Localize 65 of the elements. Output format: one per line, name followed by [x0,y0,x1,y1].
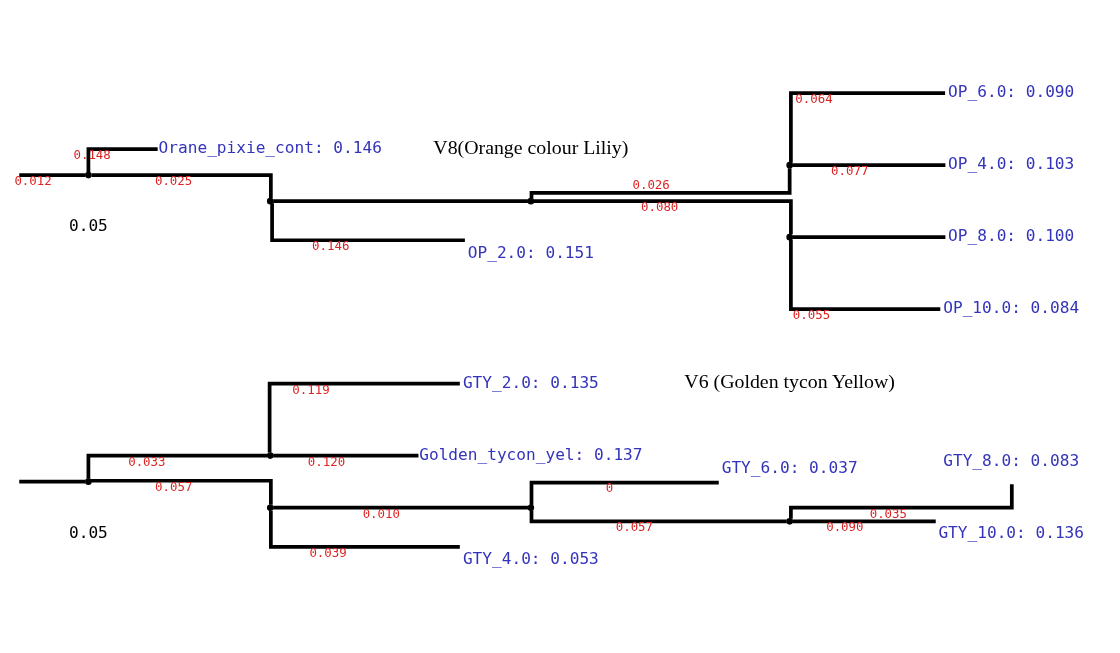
edge-label: 0.035 [869,505,908,521]
node-text: OP_6.0: 0.090 [948,82,1075,102]
edge-label: 0.026 [632,177,670,193]
node-point [85,171,92,179]
edge-label: 0.012 [14,173,52,189]
edge-label: 0.033 [128,453,166,469]
connector [91,478,273,505]
connector [529,510,787,524]
connector [273,453,419,458]
connector [267,381,460,453]
connector [789,239,941,311]
node-text: Orane_pixie_cont: 0.146 [158,138,382,158]
label: 0.05 [68,522,108,542]
connector [86,453,268,479]
edge-label: 0.010 [362,505,400,521]
label: 0.05 [68,216,108,236]
node-point [786,233,793,241]
connector [273,505,528,510]
connector [529,480,719,505]
node-point [527,197,535,205]
connector [533,199,793,235]
connector [529,168,792,199]
connector [792,163,946,167]
node-point [85,478,92,485]
edge-label: 0.025 [154,173,193,189]
node-text: OP_2.0: 0.151 [467,242,594,262]
connector [789,91,946,163]
connector [91,173,273,199]
connector [792,235,946,239]
node-point [527,504,535,511]
label: V6 (Golden tycon Yellow) [684,370,895,393]
edge-label: 0.077 [831,163,869,179]
node-point [266,504,274,511]
node-text: GTY_2.0: 0.135 [462,372,599,392]
connector [792,519,936,524]
edge-label: 0.057 [155,478,193,494]
node-text: GTY_4.0: 0.053 [462,549,599,569]
edge-label: 0 [605,480,614,496]
edge-label: 0.119 [292,381,330,397]
node-text: GTY_8.0: 0.083 [943,451,1080,471]
label: V8(Orange colour Liliy) [433,135,629,158]
node-text: OP_8.0: 0.100 [948,226,1075,246]
node-text: GTY_10.0: 0.136 [938,522,1085,542]
connector [269,510,460,549]
edge-label: 0.090 [826,519,864,535]
node-point [266,452,274,459]
edge-label: 0.055 [792,307,831,323]
connector [789,484,1014,519]
node-text: Golden_tycon_yel: 0.137 [419,444,643,464]
node-point [266,197,274,205]
edge-label: 0.039 [309,544,347,560]
node-text: GTY_6.0: 0.037 [721,458,858,478]
edge-label: 0.080 [641,199,679,215]
edge-label: 0.120 [307,453,346,469]
edge-label: 0.057 [615,519,654,535]
edge-label: 0.064 [795,91,833,107]
connector [273,199,528,203]
node-text: OP_10.0: 0.084 [943,298,1080,318]
edge-label: 0.146 [312,238,350,254]
connector [19,173,86,177]
connector [270,203,465,243]
node-text: OP_4.0: 0.103 [948,154,1075,174]
node-point [786,161,793,169]
connector [19,479,86,484]
node-point [786,518,793,525]
